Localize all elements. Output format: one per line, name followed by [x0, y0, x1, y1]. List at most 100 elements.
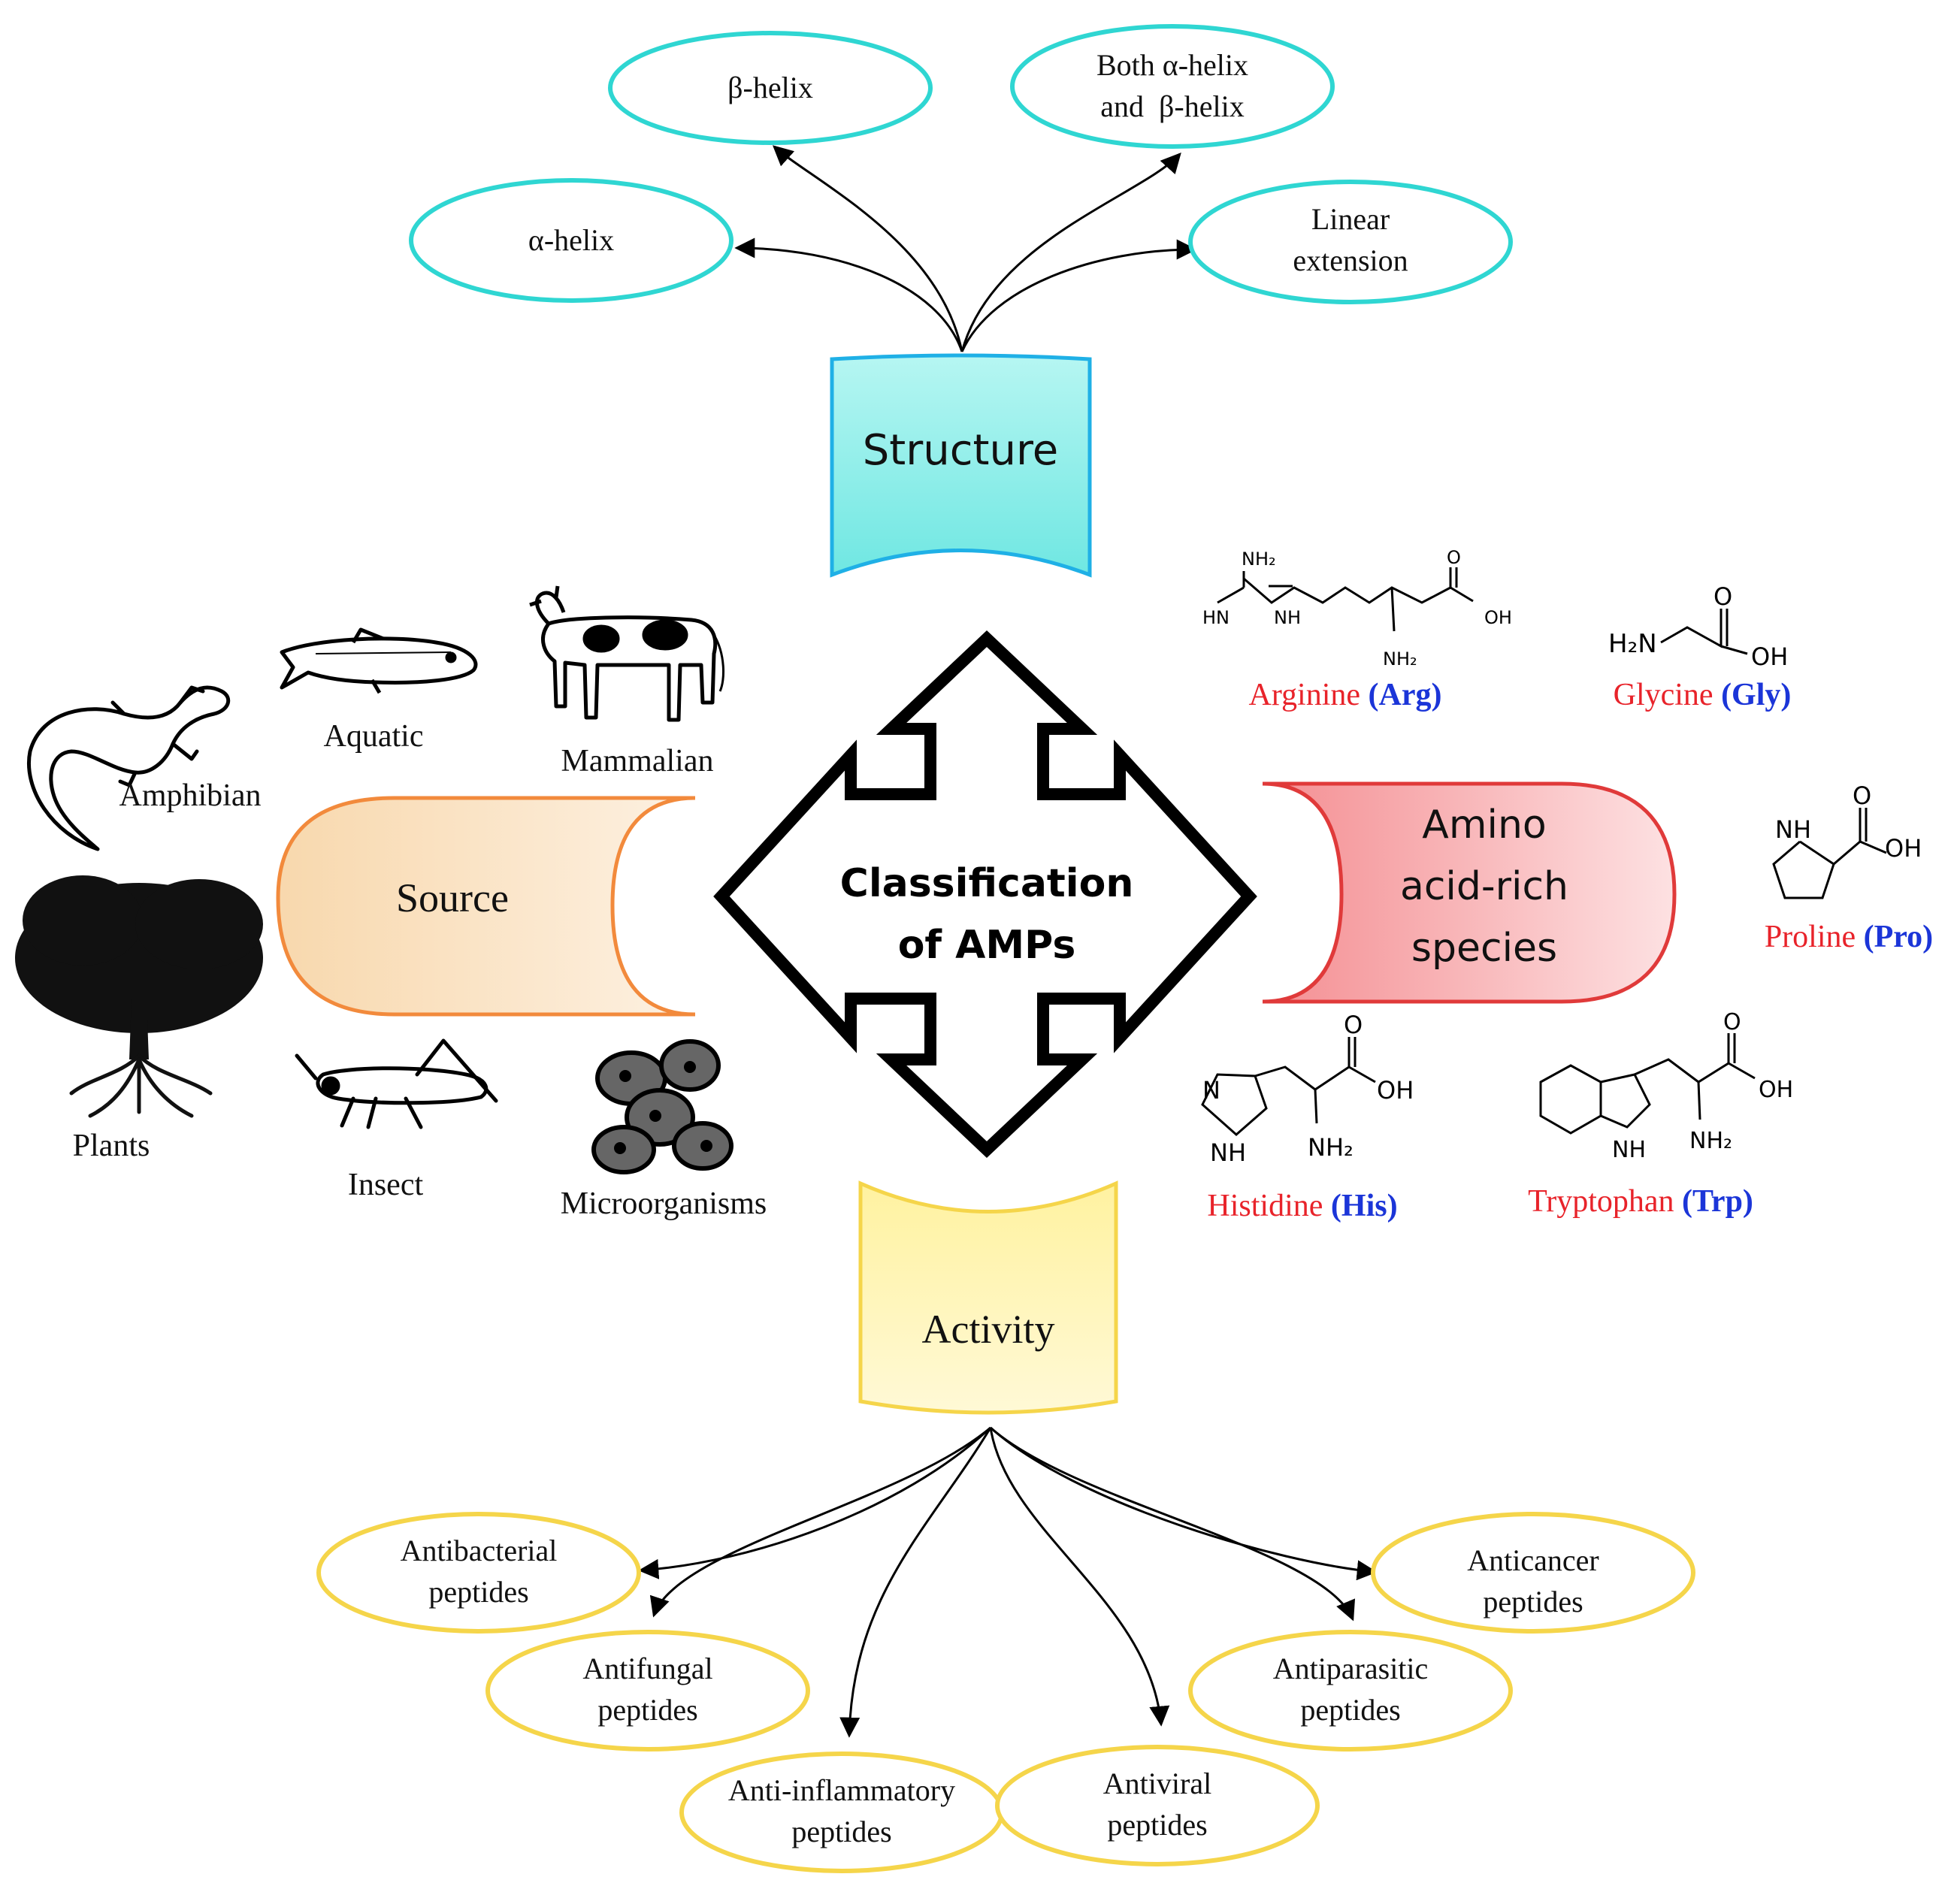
trp-atom-o: O: [1723, 1009, 1741, 1035]
structure-scroll-shape: [830, 353, 1092, 578]
mammalian-cow-icon: [529, 585, 724, 722]
source-item-aquatic: Aquatic: [324, 719, 424, 754]
activity-item-label-2: peptides: [1483, 1585, 1583, 1619]
structure-item-label-2: extension: [1293, 243, 1408, 277]
arg-atom-hn: HN: [1202, 607, 1230, 628]
activity-item-label: Antifungal: [582, 1652, 712, 1685]
activity-item-label-2: peptides: [1107, 1808, 1207, 1842]
trp-atom-oh: OH: [1759, 1077, 1793, 1103]
plants-tree-icon: [15, 875, 263, 1118]
activity-item-label: Antiparasitic: [1273, 1652, 1429, 1685]
source-item-microorganisms: Microorganisms: [561, 1186, 767, 1221]
activity-item-antiviral: Antiviral peptides: [995, 1745, 1320, 1866]
arg-atom-nh2-top: NH₂: [1242, 549, 1276, 570]
microorganisms-cells-icon: [591, 1039, 733, 1174]
activity-item-antifungal: Antifungal peptides: [485, 1630, 810, 1752]
source-item-amphibian: Amphibian: [119, 778, 262, 813]
center-title-line1: Classification: [840, 861, 1134, 906]
structure-item-linear-extension: Linear extension: [1188, 180, 1513, 304]
his-atom-o: O: [1344, 1011, 1363, 1039]
activity-item-antibacterial: Antibacterial peptides: [316, 1512, 641, 1634]
source-item-plants: Plants: [73, 1129, 150, 1163]
activity-item-label-2: peptides: [1300, 1693, 1400, 1727]
acid-abbr: (His): [1331, 1189, 1398, 1223]
acid-abbr: (Pro): [1864, 920, 1934, 954]
acid-abbr: (Gly): [1721, 678, 1791, 712]
structure-item-alpha-helix: α-helix: [409, 178, 733, 303]
histidine-label: Histidine (His): [1207, 1189, 1397, 1223]
activity-branch: Activity Antibacterial peptides Antifung…: [316, 1180, 1695, 1873]
source-branch: Source Amphibian Aquatic Mam: [15, 585, 767, 1221]
source-label: Source: [396, 875, 509, 920]
gly-atom-h2n: H₂N: [1608, 629, 1657, 659]
activity-item-label-2: peptides: [597, 1693, 697, 1727]
structure-item-label-2: and β-helix: [1100, 89, 1244, 123]
activity-label: Activity: [922, 1307, 1055, 1352]
arg-atom-oh: OH: [1484, 607, 1512, 628]
center-arrow-shape: [713, 630, 1257, 1159]
activity-item-antiparasitic: Antiparasitic peptides: [1188, 1630, 1513, 1752]
aquatic-fish-icon: [280, 627, 478, 694]
activity-connectors: [638, 1426, 1378, 1738]
amino-label-line3: species: [1411, 926, 1557, 971]
activity-item-label-2: peptides: [791, 1815, 891, 1848]
activity-item-anti-inflammatory: Anti-inflammatory peptides: [679, 1752, 1004, 1873]
acid-name: Proline: [1765, 920, 1856, 954]
gly-atom-o: O: [1713, 582, 1732, 611]
pro-atom-o: O: [1853, 781, 1871, 810]
structure-label: Structure: [863, 426, 1059, 475]
glycine-label: Glycine (Gly): [1614, 678, 1792, 712]
source-scroll-shape: [276, 796, 696, 1017]
arg-atom-nh2-bottom: NH₂: [1383, 648, 1417, 669]
arg-atom-o: O: [1447, 547, 1461, 568]
gly-atom-oh: OH: [1751, 642, 1788, 671]
acid-abbr: (Trp): [1682, 1184, 1753, 1219]
amino-label-line1: Amino: [1422, 802, 1546, 848]
structure-item-label: β-helix: [727, 71, 813, 104]
arg-atom-nh: NH: [1274, 607, 1301, 628]
center-title-line2: of AMPs: [898, 923, 1076, 968]
arginine-structure: NH₂ HN NH O OH NH₂: [1202, 547, 1512, 669]
acid-abbr: (Arg): [1369, 678, 1442, 712]
insect-grasshopper-icon: [295, 1038, 498, 1129]
structure-item-label: Both α-helix: [1096, 48, 1248, 82]
trp-atom-nh: NH: [1612, 1137, 1646, 1163]
structure-item-label: Linear: [1311, 202, 1390, 236]
glycine-structure: H₂N O OH: [1608, 582, 1788, 671]
structure-branch: Structure β-helix Both α-helix and β-hel…: [409, 24, 1513, 578]
structure-item-beta-helix: β-helix: [608, 31, 933, 145]
source-item-mammalian: Mammalian: [561, 744, 714, 778]
amino-scroll-shape: [1262, 781, 1677, 1004]
his-atom-oh: OH: [1377, 1076, 1414, 1105]
pro-atom-oh: OH: [1885, 834, 1922, 863]
trp-atom-nh2: NH₂: [1689, 1128, 1732, 1154]
acid-name: Tryptophan: [1528, 1184, 1674, 1219]
structure-connectors: [734, 145, 1197, 352]
his-atom-nh: NH: [1210, 1138, 1246, 1167]
proline-structure: NH O OH: [1772, 781, 1922, 899]
activity-item-label: Anticancer: [1467, 1543, 1599, 1577]
amino-label-line2: acid-rich: [1400, 864, 1568, 909]
acid-name: Glycine: [1614, 678, 1713, 712]
activity-item-label: Antibacterial: [401, 1534, 558, 1567]
his-atom-n: N: [1202, 1076, 1220, 1105]
tryptophan-label: Tryptophan (Trp): [1528, 1184, 1753, 1219]
activity-item-label-2: peptides: [428, 1575, 528, 1609]
structure-item-label: α-helix: [528, 223, 614, 257]
activity-item-label: Antiviral: [1103, 1767, 1211, 1800]
his-atom-nh2: NH₂: [1308, 1133, 1354, 1162]
proline-label: Proline (Pro): [1765, 920, 1933, 954]
amino-branch: Amino acid-rich species NH₂ HN NH O OH N…: [1201, 547, 1933, 1223]
source-item-insect: Insect: [348, 1168, 424, 1202]
structure-item-both-helix: Both α-helix and β-helix: [1010, 24, 1335, 149]
activity-item-anticancer: Anticancer peptides: [1371, 1512, 1695, 1634]
acid-name: Arginine: [1249, 678, 1361, 712]
histidine-structure: N NH O OH NH₂: [1201, 1011, 1414, 1167]
arginine-label: Arginine (Arg): [1249, 678, 1442, 712]
tryptophan-structure: NH O OH NH₂: [1539, 1009, 1793, 1163]
pro-atom-nh: NH: [1775, 815, 1811, 844]
acid-name: Histidine: [1207, 1189, 1323, 1223]
center-four-way-arrow: Classification of AMPs: [713, 630, 1257, 1159]
amphibian-lizard-icon: [27, 685, 231, 851]
